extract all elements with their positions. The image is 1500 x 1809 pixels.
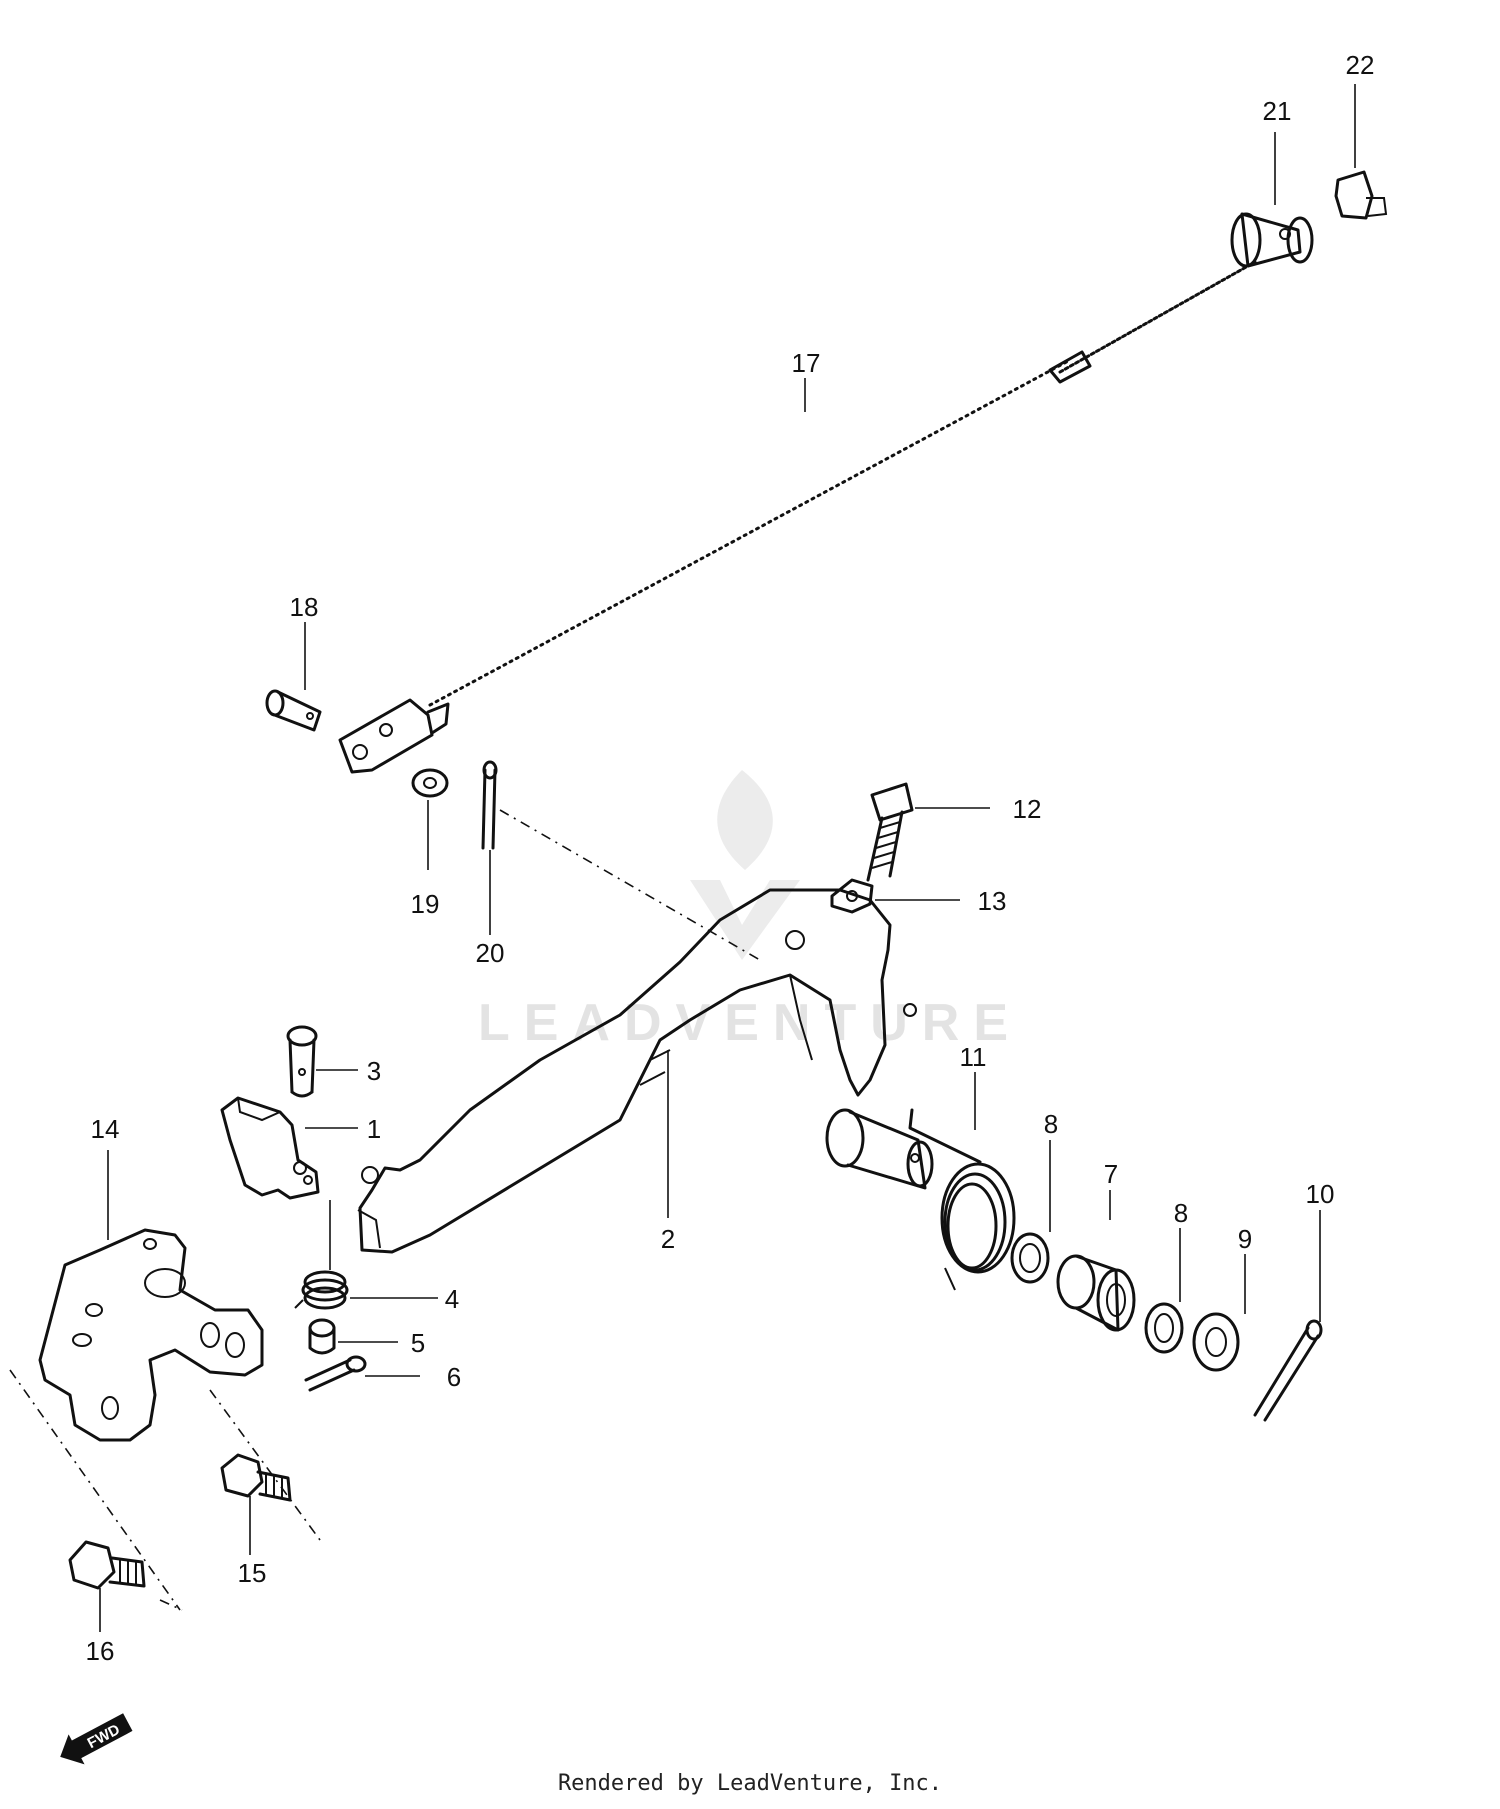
footer-credit: Rendered by LeadVenture, Inc. <box>557 1771 943 1796</box>
nut-22 <box>1334 170 1388 220</box>
callout-5: 5 <box>411 1328 425 1358</box>
callout-15: 15 <box>238 1558 267 1588</box>
washer-8b <box>1144 1302 1184 1354</box>
leader-lines <box>99 84 1356 1632</box>
callout-1: 1 <box>367 1114 381 1144</box>
bolt-12 <box>866 782 914 882</box>
callout-9: 9 <box>1238 1224 1252 1254</box>
assembly-lines <box>9 809 761 1611</box>
pivot-shaft <box>825 1108 934 1190</box>
fwd-marker: FWD <box>60 1713 133 1765</box>
callout-6: 6 <box>447 1362 461 1392</box>
callout-20: 20 <box>476 938 505 968</box>
bushing-5 <box>308 1318 336 1355</box>
adjuster-21 <box>1230 212 1314 268</box>
callout-22: 22 <box>1346 50 1375 80</box>
callout-19: 19 <box>411 889 440 919</box>
return-spring <box>908 1108 1016 1291</box>
callout-8a: 8 <box>1044 1109 1058 1139</box>
collar-7 <box>1056 1254 1136 1332</box>
callout-18: 18 <box>290 592 319 622</box>
rod-clevis <box>338 698 450 774</box>
washer-19 <box>411 768 449 798</box>
callout-17: 17 <box>792 348 821 378</box>
washer-8a <box>1010 1232 1050 1284</box>
brake-pedal <box>357 888 917 1254</box>
clevis-1 <box>220 1096 320 1200</box>
callout-2: 2 <box>661 1224 675 1254</box>
bolt-16 <box>68 1540 146 1590</box>
pin-3 <box>286 1025 318 1098</box>
nut-13 <box>830 878 874 914</box>
watermark: LEADVENTURE <box>478 770 1022 1052</box>
cotter-pin-10 <box>1253 1319 1323 1422</box>
callout-16: 16 <box>86 1636 115 1666</box>
leadventure-flame-logo <box>690 770 800 960</box>
forward-arrow-icon <box>60 1713 133 1765</box>
callout-13: 13 <box>978 886 1007 916</box>
brake-rod <box>428 260 1257 707</box>
callout-21: 21 <box>1263 96 1292 126</box>
callout-labels: 22 21 17 18 19 20 12 13 11 8 7 8 9 10 3 … <box>86 50 1375 1666</box>
callout-12: 12 <box>1013 794 1042 824</box>
callout-3: 3 <box>367 1056 381 1086</box>
callout-10: 10 <box>1306 1179 1335 1209</box>
callout-11: 11 <box>960 1042 987 1072</box>
spring-4 <box>294 1270 349 1310</box>
callout-8b: 8 <box>1174 1198 1188 1228</box>
watermark-text: LEADVENTURE <box>478 994 1022 1052</box>
clevis-pin <box>265 689 322 732</box>
callout-14: 14 <box>91 1114 120 1144</box>
cotter-pin-6 <box>304 1355 367 1392</box>
bolt-15 <box>220 1453 292 1502</box>
callout-4: 4 <box>445 1284 459 1314</box>
cotter-pin-20 <box>481 760 498 850</box>
bracket-14 <box>38 1228 264 1442</box>
callout-7: 7 <box>1104 1159 1118 1189</box>
washer-9 <box>1192 1312 1240 1372</box>
